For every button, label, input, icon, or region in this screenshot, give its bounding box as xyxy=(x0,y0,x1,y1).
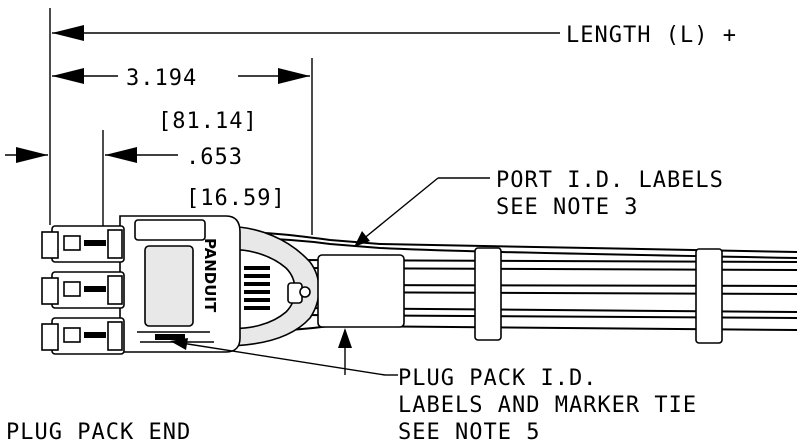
dim1-arrow-left xyxy=(52,68,84,84)
plug-pack-body: PANDUIT xyxy=(119,215,241,353)
dim2-mm-label: [16.59] xyxy=(186,186,286,211)
boot-grip-ribs xyxy=(244,266,270,310)
port-leader-diagonal xyxy=(361,177,439,241)
port-label-line1: PORT I.D. LABELS xyxy=(496,168,724,193)
dim1-mm-label: [81.14] xyxy=(158,109,258,134)
plug-label-line3: SEE NOTE 5 xyxy=(398,420,540,443)
plug-middle xyxy=(41,271,125,309)
port-label-line2: SEE NOTE 3 xyxy=(496,195,638,220)
brand-logo: PANDUIT xyxy=(201,238,219,313)
plug-pack-end-label: PLUG PACK END xyxy=(6,420,191,443)
length-label: LENGTH (L) + xyxy=(566,23,737,48)
dim1-inch-label: 3.194 xyxy=(126,66,197,91)
plug-leader-arrow-body xyxy=(170,338,188,350)
port-id-label-sleeve xyxy=(317,254,405,328)
plug-top xyxy=(41,225,125,263)
plug-label-line1: PLUG PACK I.D. xyxy=(398,366,597,391)
port-leader-arrow xyxy=(354,231,370,247)
dim2-inch-label: .653 xyxy=(186,145,243,170)
strain-relief-boot xyxy=(221,225,320,347)
dim2-arrow-right xyxy=(105,147,137,163)
plug-label-line2: LABELS AND MARKER TIE xyxy=(398,393,697,418)
plug-leader-from-body xyxy=(174,341,386,376)
marker-tie-band-1 xyxy=(474,247,502,341)
plug-bottom xyxy=(41,317,125,355)
plug-leader-arrow-sleeve xyxy=(338,328,352,348)
dim2-arrow-left xyxy=(16,147,48,163)
length-arrowhead xyxy=(52,25,84,41)
marker-tie-band-2 xyxy=(695,248,723,344)
dim1-arrow-right xyxy=(278,68,310,84)
